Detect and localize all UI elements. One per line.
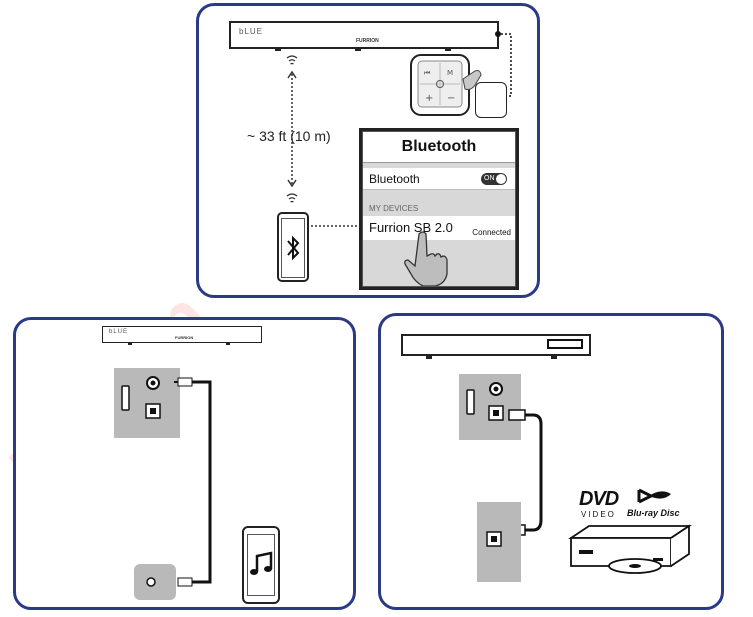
bluetooth-icon: [287, 235, 300, 261]
soundbar-display: bLUE: [239, 27, 264, 36]
bluetooth-pairing-panel: bLUE FURRION ⏮ M + − ~ 33 ft (10 m): [196, 3, 540, 298]
disc-player: [568, 524, 692, 574]
wifi-signal-icon: [286, 55, 298, 65]
device-status: Connected: [472, 228, 511, 237]
bluetooth-toggle-label: Bluetooth: [369, 172, 420, 186]
bluetooth-settings-screen: Bluetooth Bluetooth ON MY DEVICES Furrio…: [362, 131, 516, 287]
soundbar: bLUE FURRION: [229, 21, 499, 49]
svg-text:−: −: [447, 93, 455, 104]
distance-arrow: [287, 70, 297, 188]
bluetooth-screen-title: Bluetooth: [363, 132, 515, 163]
bluray-logo: Blu-ray Disc: [627, 508, 680, 518]
remote-control: ⏮ M + −: [410, 54, 482, 116]
soundbar-brand: FURRION: [356, 38, 379, 44]
distance-label: ~ 33 ft (10 m): [247, 128, 331, 144]
optical-port-icon: [486, 531, 502, 547]
soundbar: [401, 334, 591, 356]
optical-port-icon: [488, 405, 504, 421]
smartphone: [277, 212, 309, 282]
device-name: Furrion SB 2.0: [369, 220, 453, 235]
aux-port-icon: [146, 376, 160, 390]
soundbar-brand: FURRION: [175, 335, 194, 340]
soundbar-foot: [275, 48, 281, 51]
my-devices-header: MY DEVICES: [369, 204, 419, 213]
remote-back: [475, 82, 507, 118]
svg-text:⏮: ⏮: [424, 69, 430, 77]
optical-connection-panel: DVD VIDEO Blu-ray Disc: [378, 313, 724, 610]
soundbar-foot: [426, 356, 432, 359]
bluetooth-toggle-row[interactable]: Bluetooth ON: [363, 168, 515, 190]
svg-text:M: M: [447, 69, 453, 77]
aux-port-icon: [146, 577, 156, 587]
optical-port-icon: [145, 403, 161, 419]
hdmi-port-icon: [121, 385, 130, 411]
bluetooth-toggle-switch[interactable]: ON: [481, 173, 507, 185]
aux-cable: [174, 377, 212, 587]
hdmi-port-icon: [466, 389, 475, 415]
bluray-disc-icon: [637, 488, 671, 504]
device-row-furrion[interactable]: Furrion SB 2.0 Connected: [363, 216, 515, 240]
music-player-phone: [242, 526, 280, 604]
soundbar-display: bLUE: [109, 329, 129, 335]
svg-text:+: +: [425, 93, 433, 104]
bluetooth-settings-frame: Bluetooth Bluetooth ON MY DEVICES Furrio…: [359, 128, 519, 290]
soundbar-foot: [551, 356, 557, 359]
hand-pointer-icon: [404, 231, 448, 286]
wifi-signal-icon: [286, 193, 298, 203]
music-note-icon: [250, 551, 273, 575]
phone-link-line: [311, 225, 367, 227]
toggle-knob: [496, 174, 506, 184]
soundbar-foot: [355, 48, 361, 51]
soundbar-foot: [226, 342, 230, 345]
toggle-state: ON: [484, 175, 495, 182]
aux-connection-panel: bLUE FURRION: [13, 317, 356, 610]
soundbar: bLUE FURRION: [102, 326, 262, 343]
dvd-video-label: VIDEO: [581, 510, 616, 519]
dvd-logo: DVD: [579, 488, 619, 510]
soundbar-foot: [445, 48, 451, 51]
aux-port-icon: [489, 382, 503, 396]
soundbar-foot: [128, 342, 132, 345]
